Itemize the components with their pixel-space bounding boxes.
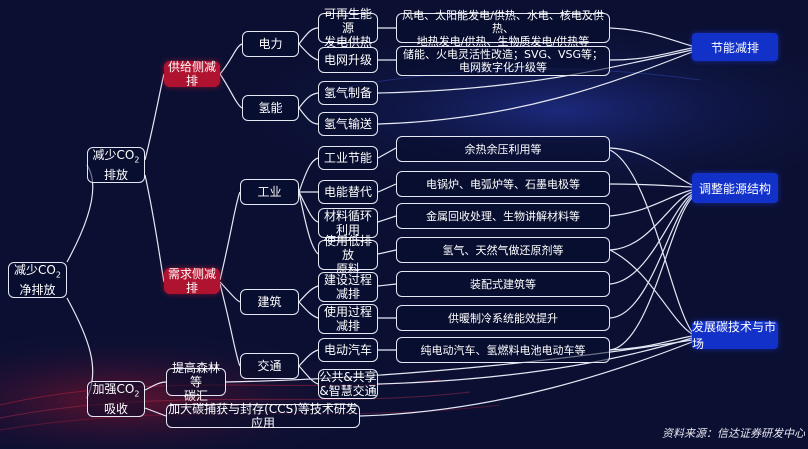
- desc-ev: 纯电动汽车、氢燃料电池电动车等: [396, 337, 610, 363]
- category-energy-saving: 节能减排: [692, 33, 778, 61]
- node-transport: 交通: [240, 353, 299, 379]
- desc-low-emission: 氢气、天然气做还原剂等: [396, 237, 610, 263]
- category-energy-structure: 调整能源结构: [692, 173, 778, 203]
- desc-power-substitution: 电锅炉、电弧炉等、石墨电极等: [396, 171, 610, 197]
- node-electric-vehicles: 电动汽车: [318, 338, 378, 362]
- desc-renewable: 风电、太阳能发电/供热、水电、核电及供热、 地热发电/供热、生物质发电/供热等: [396, 9, 610, 48]
- node-h2-production: 氢气制备: [318, 81, 378, 105]
- node-use-process: 使用过程 减排: [318, 304, 378, 334]
- source-note: 资料来源：信达证券研发中心: [662, 427, 805, 440]
- node-low-emission-materials: 使用低排放 原料: [318, 234, 378, 276]
- desc-prefab: 装配式建筑等: [396, 271, 610, 297]
- node-industry: 工业: [240, 179, 299, 205]
- node-supply-side: 供给侧减排: [164, 60, 220, 88]
- node-hydrogen: 氢能: [242, 95, 299, 121]
- category-carbon-market: 发展碳技术与市场: [692, 320, 778, 351]
- desc-waste-heat: 余热余压利用等: [396, 136, 610, 162]
- node-grid-upgrade: 电网升级: [318, 47, 378, 73]
- node-demand-side: 需求侧减排: [164, 267, 220, 295]
- node-electricity: 电力: [242, 31, 299, 57]
- node-material-recycling: 材料循环 利用: [318, 208, 378, 238]
- node-building: 建筑: [240, 289, 299, 315]
- node-renewable: 可再生能源 发电供热: [318, 7, 378, 49]
- node-power-substitution: 电能替代: [318, 180, 378, 204]
- desc-recycling: 金属回收处理、生物讲解材料等: [396, 203, 610, 229]
- node-ccs: 加大碳捕获与封存(CCS)等技术研发应用: [166, 402, 360, 430]
- node-construction-process: 建设过程 减排: [318, 272, 378, 302]
- node-h2-transport: 氢气输送: [318, 112, 378, 136]
- node-forest-sink: 提高森林等 碳汇: [166, 361, 226, 403]
- node-public-sharing: 公共&共享 &智慧交通: [318, 369, 378, 399]
- desc-hvac: 供暖制冷系统能效提升: [396, 305, 610, 331]
- node-ind-efficiency: 工业节能: [318, 146, 378, 170]
- desc-grid: 储能、火电灵活性改造；SVG、VSG等； 电网数字化升级等: [396, 46, 610, 76]
